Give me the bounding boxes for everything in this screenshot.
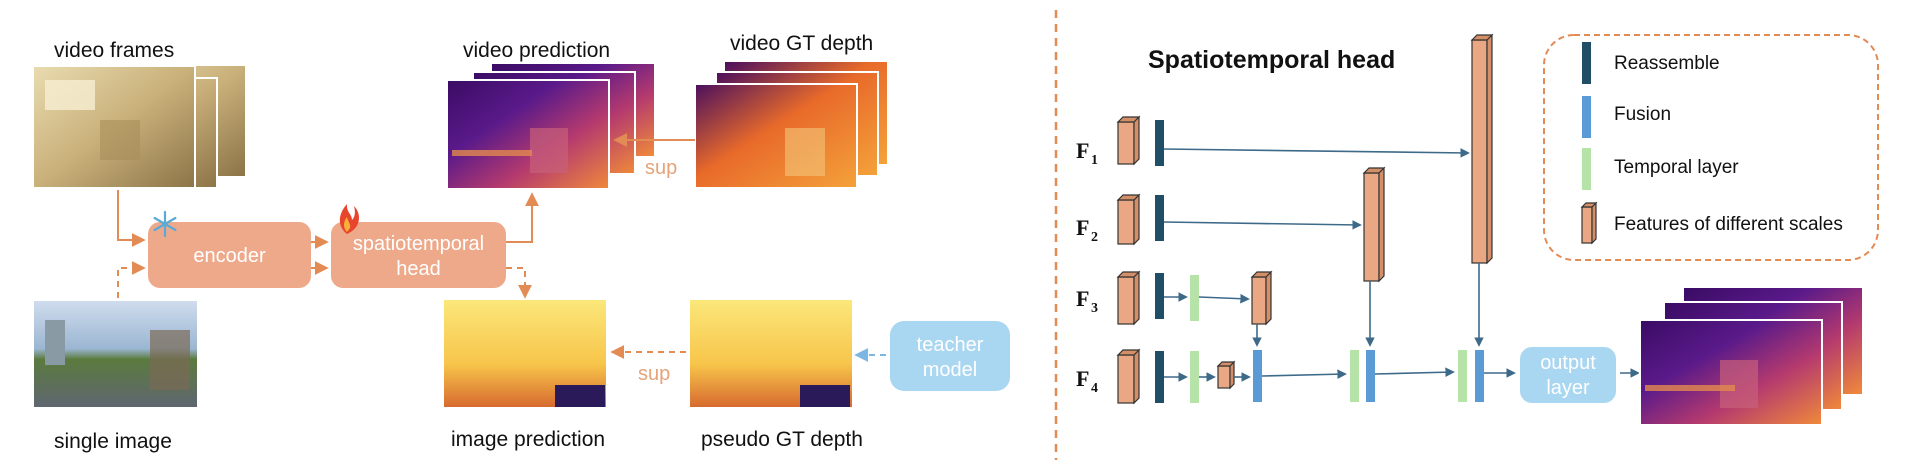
feature-label-f3: F 3 xyxy=(1076,286,1098,316)
snowflake-icon xyxy=(153,210,177,238)
teacher-label-line2: model xyxy=(923,359,977,381)
encoder-block xyxy=(148,222,311,288)
svg-text:2: 2 xyxy=(1091,230,1098,245)
fusion-block-3 xyxy=(1475,350,1484,402)
sup-label-image: sup xyxy=(638,363,670,385)
fusion-block-2 xyxy=(1366,350,1375,402)
head-to-video-prediction-arrow xyxy=(506,192,539,243)
fusion-block-1 xyxy=(1253,350,1262,402)
legend-swatch-reassemble xyxy=(1582,42,1591,84)
reassemble-block-f1 xyxy=(1155,120,1164,166)
scale-feature-block-f3 xyxy=(1250,270,1273,326)
frames-to-encoder-arrow xyxy=(117,190,146,247)
feature-label-f1: F 1 xyxy=(1076,138,1098,168)
output-label-line1: output xyxy=(1540,352,1596,374)
feature-label-f2: F 2 xyxy=(1076,215,1098,245)
feature-block-f3 xyxy=(1116,270,1141,326)
legend-swatch-temporal xyxy=(1582,148,1591,190)
legend-label-fusion: Fusion xyxy=(1614,104,1671,125)
spatiotemporal-label-line2: head xyxy=(396,258,441,280)
head-connections xyxy=(1163,148,1640,382)
video-gt-depth-stack xyxy=(694,62,887,189)
reassemble-block-f4 xyxy=(1155,351,1164,403)
label-single-image: single image xyxy=(54,430,172,453)
temporal-layer-fusion-2 xyxy=(1350,350,1359,402)
temporal-layer-fusion-3 xyxy=(1458,350,1467,402)
single-image-photo xyxy=(34,301,197,407)
head-title: Spatiotemporal head xyxy=(1148,46,1395,74)
legend-label-reassemble: Reassemble xyxy=(1614,53,1720,74)
label-video-prediction: video prediction xyxy=(463,39,610,62)
svg-text:4: 4 xyxy=(1091,381,1098,396)
legend-label-temporal: Temporal layer xyxy=(1614,157,1739,178)
sup-label-video: sup xyxy=(645,157,677,179)
head-to-image-prediction-arrow xyxy=(506,267,532,299)
svg-text:F: F xyxy=(1076,215,1089,240)
teacher-label-line1: teacher xyxy=(917,334,984,356)
legend-swatch-features xyxy=(1580,201,1598,245)
legend-box xyxy=(1543,34,1879,261)
legend-label-features: Features of different scales xyxy=(1614,214,1843,235)
temporal-layer-f4 xyxy=(1190,351,1199,403)
scale-feature-block-f2 xyxy=(1362,166,1386,283)
temporal-layer-f3 xyxy=(1190,275,1199,321)
encoder-label: encoder xyxy=(193,245,266,267)
svg-text:F: F xyxy=(1076,286,1089,311)
video-frames-stack xyxy=(32,65,245,189)
label-video-gt-depth: video GT depth xyxy=(730,32,873,55)
svg-text:F: F xyxy=(1076,366,1089,391)
label-video-frames: video frames xyxy=(54,39,174,62)
image-prediction-image xyxy=(444,300,606,407)
svg-text:F: F xyxy=(1076,138,1089,163)
feature-label-f4: F 4 xyxy=(1076,366,1098,396)
flame-icon xyxy=(339,204,360,234)
teacher-model-block xyxy=(890,321,1010,391)
svg-text:1: 1 xyxy=(1091,153,1098,168)
legend-swatch-fusion xyxy=(1582,96,1591,138)
svg-text:3: 3 xyxy=(1091,301,1098,316)
image-to-encoder-arrow xyxy=(117,261,146,298)
pseudo-gt-depth-image xyxy=(690,300,852,407)
output-label-line2: layer xyxy=(1546,377,1590,399)
video-prediction-stack xyxy=(446,64,654,190)
label-image-prediction: image prediction xyxy=(451,428,605,451)
scale-feature-block-f1 xyxy=(1470,33,1494,265)
small-feature-block-f4 xyxy=(1216,360,1236,390)
feature-block-f1 xyxy=(1116,115,1141,166)
spatiotemporal-head-block xyxy=(331,222,506,288)
reassemble-block-f3 xyxy=(1155,273,1164,319)
label-pseudo-gt-depth: pseudo GT depth xyxy=(701,428,863,451)
output-layer-block xyxy=(1520,347,1616,403)
spatiotemporal-label-line1: spatiotemporal xyxy=(353,233,484,255)
output-depth-stack xyxy=(1639,288,1862,426)
feature-block-f4 xyxy=(1116,348,1141,405)
reassemble-block-f2 xyxy=(1155,195,1164,241)
feature-block-f2 xyxy=(1116,193,1141,246)
